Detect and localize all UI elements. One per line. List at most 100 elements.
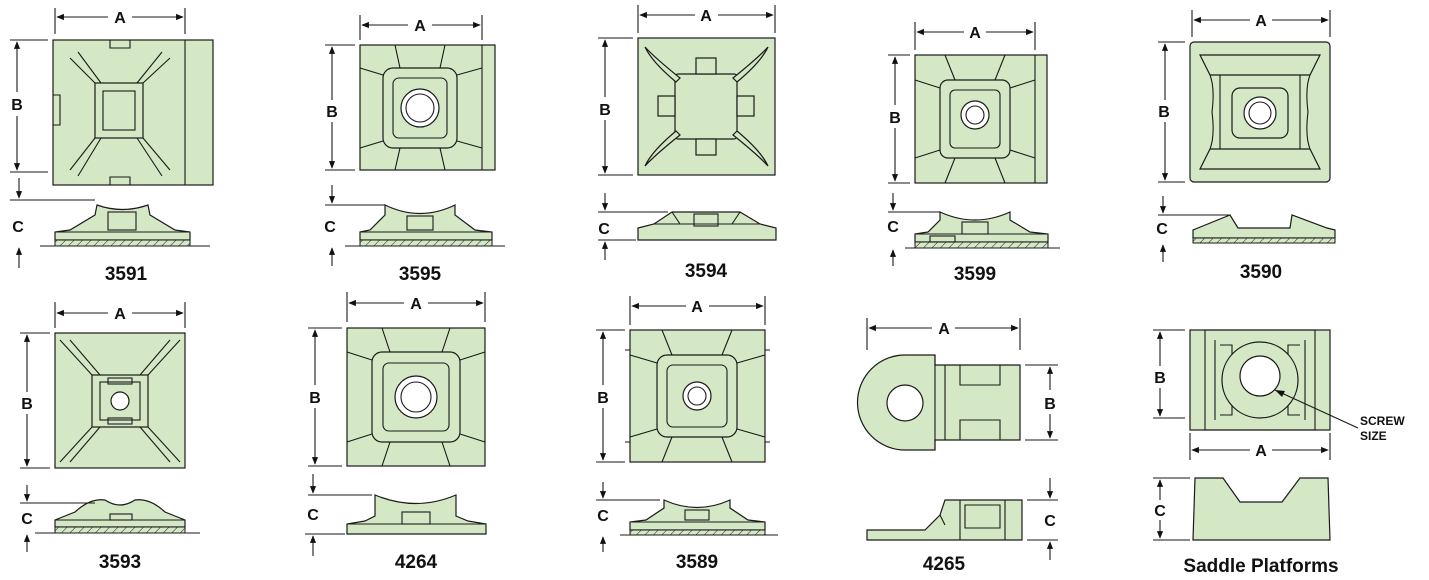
part-number-label: 3595 (399, 264, 442, 285)
part-number-label: 3599 (954, 264, 996, 285)
dim-label-c: C (887, 219, 899, 236)
side-view (40, 204, 210, 247)
dimension-b: B (10, 39, 48, 173)
side-view (1192, 214, 1336, 244)
dimension-c: C (20, 485, 95, 552)
side-view (637, 211, 777, 241)
part-number-label: 4264 (395, 552, 438, 573)
side-view (35, 499, 200, 534)
dimension-a: A (629, 296, 766, 325)
dim-label-a: A (414, 18, 426, 35)
part-number-label: 3593 (99, 552, 141, 573)
top-view (359, 44, 496, 171)
dimension-c: C (10, 178, 95, 268)
callout-line-1: SCREW (1360, 414, 1405, 428)
side-view (1192, 477, 1331, 541)
dimension-b: B (1158, 41, 1185, 183)
part-number-label: 3594 (685, 261, 728, 282)
dim-label-b: B (599, 102, 611, 119)
part-number-label: 4265 (923, 554, 966, 575)
dimension-c: C (1153, 477, 1190, 541)
dimension-b: B (1153, 329, 1185, 419)
part-3599: A B C 3599 (887, 22, 1060, 285)
part-number-label: 3589 (676, 552, 718, 573)
top-view (1189, 41, 1331, 183)
dim-label-a: A (1255, 13, 1267, 30)
dimension-a: A (1191, 10, 1331, 37)
side-view (345, 204, 505, 247)
dim-label-b: B (11, 97, 23, 114)
dimension-c: C (324, 185, 385, 266)
part-3595: A B C 3595 (324, 15, 505, 285)
dim-label-b: B (309, 390, 321, 407)
dimension-a: A (914, 22, 1036, 50)
dimension-a: A (1189, 433, 1331, 460)
part-4265: A B C 4265 (856, 318, 1058, 575)
part-3593: A B C 3593 (20, 302, 200, 573)
part-number-label: 3591 (105, 264, 148, 285)
top-view (637, 37, 776, 176)
dimension-c: C (598, 193, 668, 260)
top-view (52, 39, 214, 186)
dimension-b: B (596, 329, 625, 463)
dim-label-a: A (114, 10, 126, 27)
dimension-a: A (54, 8, 186, 34)
part-4264: A B C 4264 (305, 292, 487, 573)
dim-label-a: A (938, 321, 950, 338)
dimension-a: A (866, 318, 1021, 350)
dim-label-a: A (410, 296, 422, 313)
top-view (914, 54, 1048, 184)
top-view (625, 329, 770, 463)
dim-label-c: C (1156, 221, 1168, 238)
dimension-b: B (20, 332, 50, 469)
dim-label-b: B (597, 390, 609, 407)
dim-label-a: A (114, 306, 126, 323)
dim-label-c: C (324, 219, 336, 236)
side-view (620, 499, 778, 536)
dimension-a: A (54, 302, 186, 328)
dimension-c: C (1156, 196, 1230, 262)
screw-size-callout: SCREW SIZE (1274, 389, 1405, 443)
part-3589: A B C 3589 (596, 296, 778, 573)
dimension-b: B (308, 327, 342, 467)
part-number-label: 3590 (1240, 262, 1282, 283)
dim-label-c: C (12, 219, 24, 236)
dim-label-b: B (1158, 104, 1170, 121)
top-view (346, 327, 486, 467)
top-view (1189, 329, 1331, 431)
dim-label-a: A (1255, 443, 1267, 460)
side-view (866, 499, 1023, 541)
part-3591: A B C 3591 (10, 8, 214, 285)
dim-label-a: A (969, 25, 981, 42)
dim-label-b: B (1044, 396, 1056, 413)
dim-label-c: C (1044, 513, 1056, 530)
callout-line-2: SIZE (1360, 429, 1387, 443)
dimension-c: C (887, 193, 940, 266)
top-view (856, 354, 1021, 451)
dim-label-c: C (21, 511, 33, 528)
dim-label-a: A (691, 299, 703, 316)
dimension-a: A (346, 292, 486, 322)
part-saddle-platforms: SCREW SIZE A B C Saddle Platforms (1153, 329, 1405, 577)
dim-label-b: B (889, 110, 901, 127)
part-3590: A B C 3590 (1156, 10, 1336, 283)
dimension-b: B (325, 44, 355, 171)
side-view (346, 494, 487, 535)
dimension-c: C (596, 482, 660, 552)
dim-label-c: C (597, 508, 609, 525)
dim-label-b: B (1154, 370, 1166, 387)
dimension-c: C (1027, 478, 1058, 560)
dim-label-c: C (598, 221, 610, 238)
dim-label-b: B (326, 104, 338, 121)
top-view (54, 332, 186, 469)
part-number-label: Saddle Platforms (1183, 556, 1338, 577)
dim-label-b: B (21, 396, 33, 413)
side-view (905, 211, 1060, 249)
dim-label-a: A (700, 8, 712, 25)
dimension-a: A (359, 15, 483, 40)
part-3594: A B C 3594 (598, 5, 777, 282)
dim-label-c: C (1154, 503, 1166, 520)
dimension-b: B (1025, 364, 1058, 441)
dimension-b: B (598, 37, 633, 176)
